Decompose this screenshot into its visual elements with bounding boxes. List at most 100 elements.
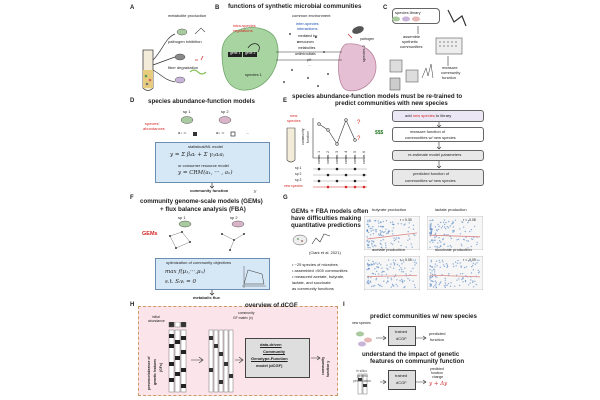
panel-g-point [408,222,410,224]
panel-g-point [395,237,398,239]
panel-g-point [441,259,444,261]
panel-g-point [438,240,441,242]
panel-g-point [381,271,383,273]
panel-g-point [413,284,416,286]
panel-b-species2: species 2 [361,45,366,62]
panel-g-point [372,229,374,231]
panel-g-point [367,281,369,283]
panel-g-point [412,280,414,282]
panel-g-point [375,262,377,264]
panel-h-model-0: data-driven [260,342,282,347]
panel-e-line [318,119,356,145]
panel-g-point [447,245,449,248]
panel-d-abund-0: species' [145,121,160,126]
panel-g-point [454,219,457,221]
panel-g-point [378,262,381,264]
panel-g-point [432,280,434,283]
panel-b-gene1: gene 1 [230,51,241,55]
panel-f-networks [169,220,245,251]
panel-g-point [399,279,401,282]
panel-g-point [379,233,382,235]
panel-g-point [368,225,370,227]
panel-g-point [384,231,386,233]
panel-e-dot [335,179,339,183]
panel-b-title: functions of synthetic microbial communi… [228,3,362,10]
panel-e-dot [353,185,357,189]
panel-g-point [381,230,383,233]
panel-g-point [452,263,454,265]
panel-g-point [401,271,403,273]
panel-g-point [393,285,395,287]
panel-e-tube [286,127,296,163]
panel-g-point [445,221,447,224]
panel-g-cite: (Clark et al. 2021) [309,250,341,255]
panel-letter-c: C [383,5,388,11]
panel-e-dot [362,185,366,189]
panel-g-point [437,228,440,231]
panel-g-point [450,246,453,248]
panel-g-point [429,268,431,271]
panel-g-point [369,227,372,230]
panel-g-point [430,283,432,286]
panel-g-point [465,266,468,268]
panel-g-point [371,285,373,288]
panel-g-point [467,221,469,224]
panel-e-chart: ?? [286,118,367,189]
panel-g-point [368,282,370,284]
panel-g-point [467,240,470,242]
panel-g-point [387,259,390,261]
panel-g-point [374,285,376,287]
panel-g-point [377,233,380,235]
panel-e-dot [326,185,330,189]
panel-h-gfm-0: community [238,311,255,315]
panel-d-or: or consumer resource model [178,163,229,168]
panel-g-point [444,277,446,280]
panel-g-point [394,263,396,265]
panel-b-illustration [221,26,377,92]
panel-g-point [466,240,468,242]
panel-g-point [430,223,432,225]
panel-b-mediated-3: antimicrobials [295,52,316,56]
panel-g-dish [292,233,331,246]
panel-g-point [402,271,405,273]
panel-d-cells [180,116,236,137]
panel-i-graphics [356,331,427,395]
panel-h-matrices [168,322,244,393]
panel-g-point [374,220,377,222]
panel-i-t2-0: understand the impact of genetic [362,351,460,358]
panel-h-gfm-1: GF matrix (x) [233,316,253,320]
panel-g-point [375,279,377,281]
panel-g-point [377,220,379,222]
panel-b-intra-1: intra-species [233,23,256,28]
panel-g-point [462,281,464,283]
panel-g-point [455,265,457,267]
panel-g-point [370,230,372,232]
panel-g-point [369,280,372,282]
panel-g-point [404,223,406,225]
panel-g-point [457,259,459,262]
panel-g-point [445,284,447,286]
panel-g-point [470,260,472,262]
panel-g-point [439,266,441,268]
panel-e-col-6: comm. 6 [362,151,366,164]
panel-g-point [393,262,395,264]
panel-g-point [471,266,473,268]
panel-g-point [382,226,384,228]
panel-g-point [443,233,446,236]
panel-g-point [375,229,378,231]
panel-e-point [326,128,330,132]
panel-d-sp1: sp 1 [183,109,191,114]
panel-g-title-1: have difficulties making [291,215,362,222]
panel-e-dot [362,173,366,177]
panel-g-point [390,277,392,279]
panel-g-point [435,287,437,289]
panel-g-point [478,271,480,273]
panel-e-point [344,118,348,122]
panel-g-point [387,280,389,282]
panel-g-point [472,269,475,271]
panel-e-step-4-line1: predicted function of [413,171,450,176]
panel-e-step-4-line2: communities w/ new species [405,178,456,183]
panel-i-pred-1: function [430,337,445,342]
panel-i-trained-box-1 [388,326,416,346]
panel-g-fit-line [429,274,481,278]
